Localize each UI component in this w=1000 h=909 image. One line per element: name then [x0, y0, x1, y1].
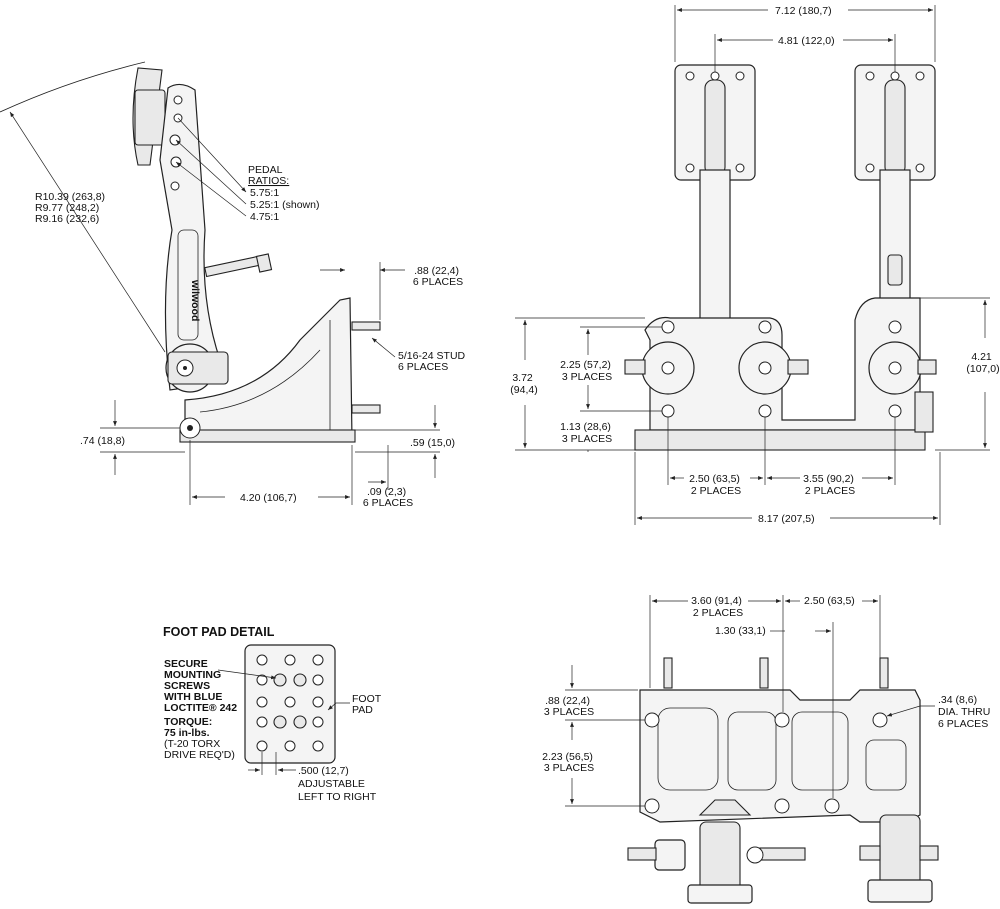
dim-top-e: 2.23 (56,5) 3 PLACES	[542, 751, 596, 774]
pedal-ratios-title: PEDAL RATIOS:	[248, 164, 289, 187]
dim-total-width: 8.17 (207,5)	[758, 513, 815, 525]
radius-label-2: R9.77 (248,2)	[35, 202, 99, 214]
dim-hole-vertical: 2.25 (57,2) 3 PLACES	[560, 359, 614, 383]
dim-offset: .09 (2,3) 6 PLACES	[363, 486, 413, 509]
front-view: 7.12 (180,7) 4.81 (122,0) 3.72 (94,4) 2.…	[510, 5, 1000, 525]
side-bracket	[184, 297, 353, 441]
dim-pivot-height: .74 (18,8)	[80, 435, 125, 447]
dim-height-left: 3.72 (94,4)	[510, 372, 537, 396]
dim-total-top: 7.12 (180,7)	[775, 5, 832, 17]
dim-top-c: 1.30 (33,1)	[715, 625, 766, 637]
torque-note: (T-20 TORX DRIVE REQ'D)	[164, 738, 235, 761]
radius-arc	[0, 61, 146, 113]
dim-stud-length: .88 (22,4) 6 PLACES	[413, 265, 463, 288]
detail-note: SECURE MOUNTING SCREWS WITH BLUE LOCTITE…	[164, 658, 237, 714]
foot-pad-detail: FOOT PAD DETAIL SECURE MOUNTING SCREWS W…	[163, 625, 384, 803]
ratio-shown: 5.25:1 (shown)	[250, 199, 319, 211]
ratio-low: 4.75:1	[250, 211, 279, 223]
radius-label-3: R9.16 (232,6)	[35, 213, 99, 225]
dim-adjust: .500 (12,7) ADJUSTABLE LEFT TO RIGHT	[298, 765, 377, 803]
side-view: wilwood PEDAL RATIOS: 5.75:1 5.25:1 (sh	[0, 61, 468, 509]
dim-spacing-right: 3.55 (90,2) 2 PLACES	[803, 473, 857, 497]
ratio-high: 5.75:1	[250, 187, 279, 199]
dim-top-b: 2.50 (63,5)	[804, 595, 855, 607]
dim-top-holes: .34 (8,6) DIA. THRU 6 PLACES	[938, 694, 993, 730]
dim-pad-center: 4.81 (122,0)	[778, 35, 835, 47]
dim-top-d: .88 (22,4) 3 PLACES	[544, 695, 594, 718]
foot-pad-detail-title: FOOT PAD DETAIL	[163, 625, 275, 639]
top-pedal-left	[699, 821, 741, 893]
dim-hole-lower: 1.13 (28,6) 3 PLACES	[560, 421, 614, 445]
foot-pad-label: FOOT PAD	[352, 693, 384, 716]
dim-spacing-left: 2.50 (63,5) 2 PLACES	[689, 473, 743, 497]
dim-stud: 5/16-24 STUD 6 PLACES	[398, 350, 468, 373]
front-base	[644, 297, 921, 431]
dim-top-a: 3.60 (91,4) 2 PLACES	[691, 595, 745, 619]
torque-value: 75 in-lbs.	[164, 727, 210, 739]
radius-label-1: R10.39 (263,8)	[35, 191, 105, 203]
front-arm-right	[879, 169, 911, 301]
front-arm-left	[699, 169, 731, 321]
top-view: 3.60 (91,4) 2 PLACES 2.50 (63,5) 1.30 (3…	[542, 595, 993, 904]
dim-length: 4.20 (106,7)	[240, 492, 297, 504]
brand-logo: wilwood	[189, 279, 201, 321]
dim-base-height: .59 (15,0)	[410, 437, 455, 449]
top-pedal-right	[879, 814, 921, 886]
dim-height-right: 4.21 (107,0)	[966, 351, 999, 375]
torque-label: TORQUE:	[164, 716, 212, 728]
